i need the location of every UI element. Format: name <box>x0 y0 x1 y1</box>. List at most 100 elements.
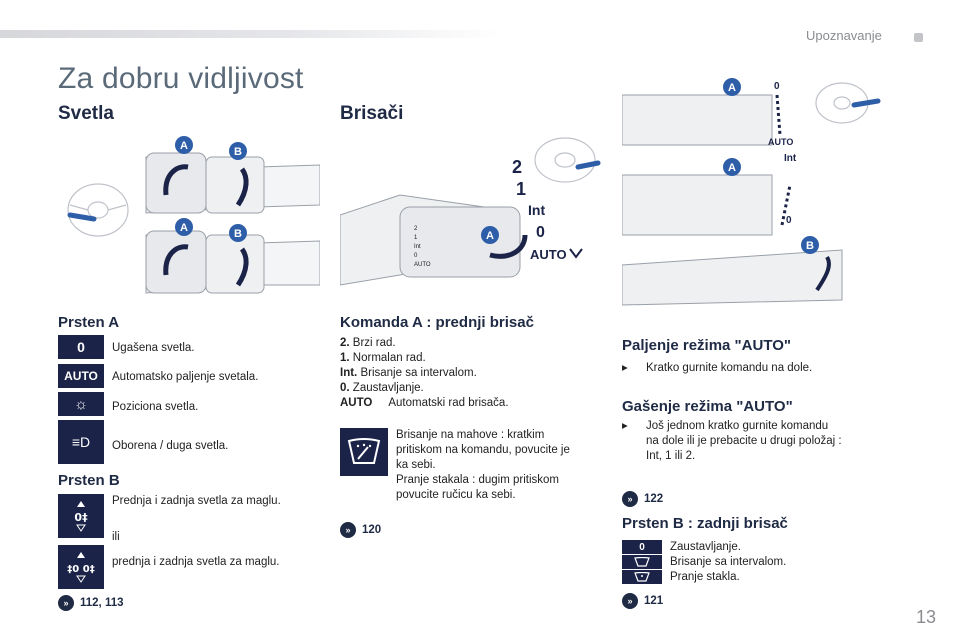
page-ref-rear[interactable]: » 121 <box>622 593 663 609</box>
ring-a-item-label: Poziciona svetla. <box>112 401 199 413</box>
ring-a-item-label: Oborena / duga svetla. <box>112 440 229 452</box>
section-tag: Upoznavanje <box>806 28 882 43</box>
wiper-stalk-bottom <box>622 249 843 306</box>
low-high-beam-icon: ≡D <box>58 420 104 464</box>
badge-b-icon: B <box>229 142 247 160</box>
dashed-arrow-icon <box>780 184 792 226</box>
ring-a-item-label: Ugašena svetla. <box>112 342 195 354</box>
command-a-item: AUTO Automatski rad brisača. <box>340 397 509 409</box>
auto-off-bullet-icon: ▸ <box>622 420 628 432</box>
steering-wheel-icon <box>67 183 129 237</box>
badge-a-icon: A <box>175 136 193 154</box>
svg-text:Int: Int <box>784 153 797 164</box>
page-ref-label: 121 <box>644 595 664 607</box>
rotate-arrow-icon <box>815 255 831 292</box>
svg-text:1: 1 <box>516 179 526 199</box>
command-a-item: 1. Normalan rad. <box>340 352 426 364</box>
svg-text:B: B <box>234 146 242 158</box>
arrow-down-icon <box>569 248 583 259</box>
ring-a-heading: Prsten A <box>58 314 120 331</box>
command-a-list: 2. Brzi rad. 1. Normalan rad. Int. Brisa… <box>340 336 600 411</box>
svg-text:A: A <box>486 230 494 242</box>
svg-text:A: A <box>728 82 736 94</box>
page-ref-auto[interactable]: » 122 <box>622 491 663 507</box>
auto-mode-labels: A 0 AUTO Int A 0 B <box>723 78 819 254</box>
stalk-marker-icon <box>575 160 601 170</box>
auto-on-heading: Paljenje režima "AUTO" <box>622 337 792 354</box>
section-marker <box>914 33 923 42</box>
auto-on-bullet-icon: ▸ <box>622 362 628 374</box>
lights-heading: Svetla <box>58 103 114 124</box>
stalk-marker-icon <box>851 98 881 108</box>
auto-on-text: Kratko gurnite komandu na dole. <box>646 362 813 374</box>
badge-b-icon: B <box>801 236 819 254</box>
badge-b-icon: B <box>229 224 247 242</box>
rotate-arrow-icon <box>235 167 249 207</box>
page-ref-icon: » <box>58 595 74 611</box>
svg-text:0: 0 <box>786 215 792 226</box>
page-ref-icon: » <box>622 491 638 507</box>
rear-wiper-off-icon: 0 <box>622 540 662 554</box>
svg-text:Int: Int <box>414 244 421 250</box>
ring-b-heading: Prsten B <box>58 472 120 489</box>
page-title: Za dobru vidljivost <box>58 62 304 95</box>
ring-b-item-label: prednja i zadnja svetla za maglu. <box>112 556 280 568</box>
rear-wash-icon <box>622 570 662 584</box>
command-a-item: 2. Brzi rad. <box>340 337 396 349</box>
lights-off-icon: 0 <box>58 335 104 359</box>
rear-wiper-list: Zaustavljanje. Brisanje sa intervalom. P… <box>670 541 787 583</box>
page-ref-wipers[interactable]: » 120 <box>340 522 381 538</box>
auto-mode-illustration: A 0 AUTO Int A 0 B <box>622 78 881 306</box>
wiper-position-labels: 2 1 Int 0 AUTO <box>512 157 567 262</box>
svg-text:AUTO: AUTO <box>414 262 431 268</box>
command-a-heading: Komanda A : prednji brisač <box>340 314 534 331</box>
svg-text:Int: Int <box>528 202 545 218</box>
page-ref-label: 122 <box>644 493 664 505</box>
steering-wheel-icon <box>534 137 596 183</box>
page-ref-icon: » <box>622 593 638 609</box>
svg-text:A: A <box>180 140 188 152</box>
dashed-arrow-icon <box>775 94 782 136</box>
svg-text:B: B <box>234 228 242 240</box>
light-stalk-bottom <box>145 230 320 294</box>
command-a-item: Int. Brisanje sa intervalom. <box>340 367 477 379</box>
header-bar <box>0 30 500 38</box>
wiper-stalk-top <box>622 94 773 146</box>
ring-a-item-label: Automatsko paljenje svetala. <box>112 371 259 383</box>
rear-wiper-interval-icon <box>622 555 662 569</box>
stalk-marker-icon <box>67 212 97 222</box>
ring-b-item-label: Prednja i zadnja svetla za maglu. <box>112 495 281 507</box>
rotate-arrow-icon <box>235 247 249 287</box>
badge-a-icon: A <box>723 158 741 176</box>
light-stalk-top <box>145 152 320 214</box>
rotate-arrow-icon <box>163 244 189 276</box>
svg-text:0: 0 <box>536 224 545 241</box>
command-a-item: 0. Zaustavljanje. <box>340 382 424 394</box>
badge-a-icon: A <box>723 78 741 96</box>
auto-off-text: Još jednom kratko gurnite komandu na dol… <box>646 420 842 462</box>
page-number: 13 <box>916 607 937 627</box>
svg-text:A: A <box>728 162 736 174</box>
svg-text:AUTO: AUTO <box>768 137 793 147</box>
rear-fog-icon: 0‡ <box>58 494 104 538</box>
ring-b-or-label: ili <box>112 531 120 543</box>
page-ref-icon: » <box>340 522 356 538</box>
svg-text:AUTO: AUTO <box>530 247 567 262</box>
front-rear-fog-icon: ‡0 0‡ <box>58 545 104 589</box>
lights-stalk-illustration: A B A B <box>67 136 320 294</box>
svg-text:2: 2 <box>512 157 522 177</box>
push-arrow-icon <box>489 234 528 259</box>
svg-text:B: B <box>806 240 814 252</box>
svg-text:0: 0 <box>774 81 780 92</box>
svg-text:1: 1 <box>414 235 418 241</box>
wiper-stalk-middle <box>622 174 773 236</box>
rear-wiper-heading: Prsten B : zadnji brisač <box>622 515 788 532</box>
position-lights-icon: ☼ <box>58 392 104 416</box>
page-ref-label: 120 <box>362 524 382 536</box>
page-ref-lights[interactable]: » 112, 113 <box>58 595 124 611</box>
svg-text:2: 2 <box>414 226 418 232</box>
rotate-arrow-icon <box>163 164 189 196</box>
badge-a-icon: A <box>175 218 193 236</box>
badge-a-icon: A <box>481 226 499 244</box>
